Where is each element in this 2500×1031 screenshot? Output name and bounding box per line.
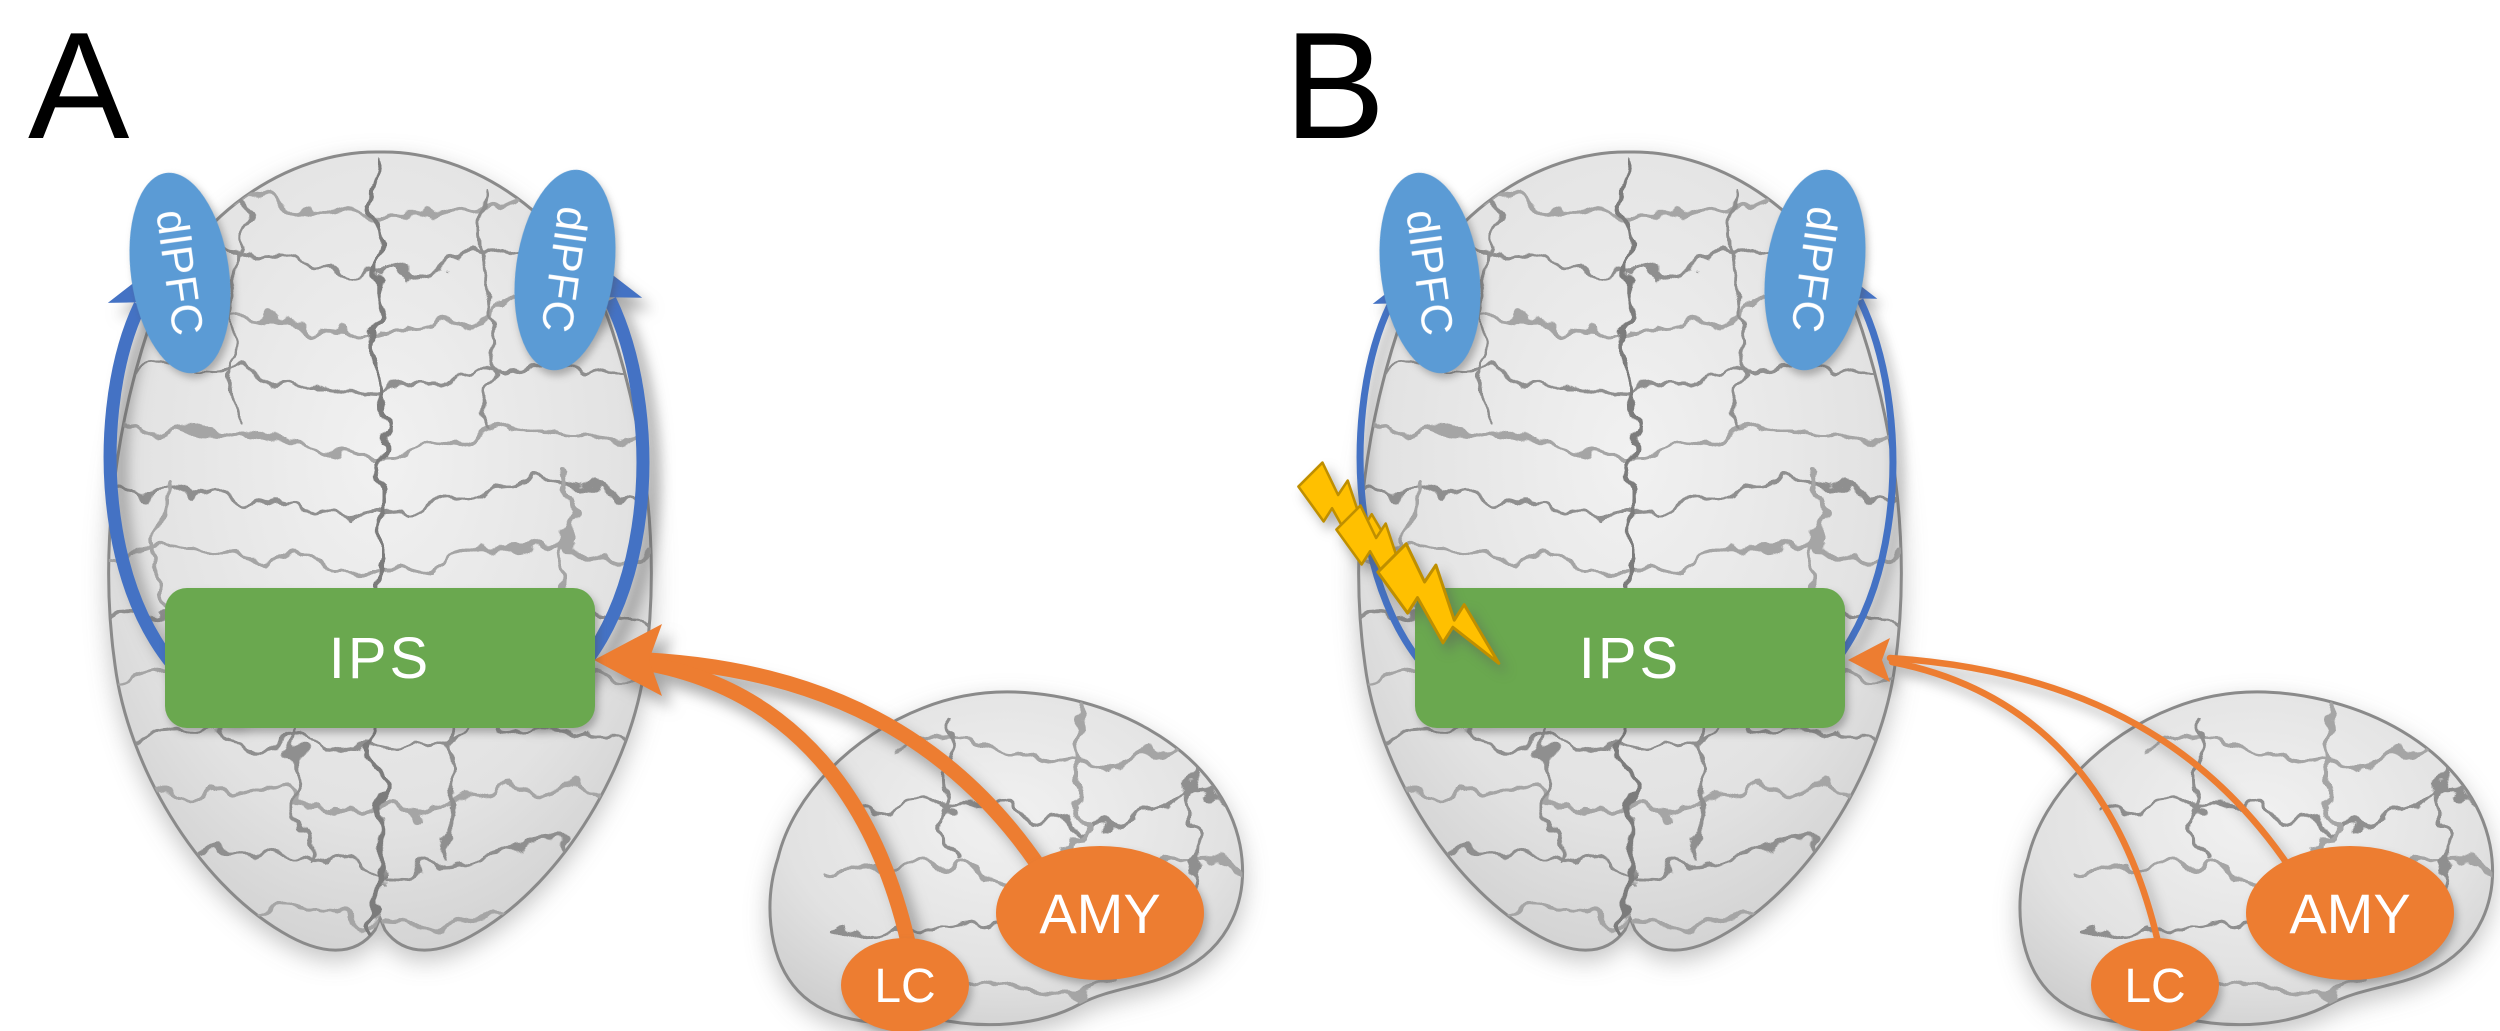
dlpfc-right-region: dlPFC <box>514 169 616 371</box>
brain-side-view <box>2020 692 2492 1025</box>
ips-box: IPS <box>1415 588 1845 728</box>
amy-label: AMY <box>1039 882 1160 945</box>
ips-box: IPS <box>165 588 595 728</box>
panel-b-label: B <box>1284 1 1385 171</box>
amy-label: AMY <box>2289 882 2410 945</box>
connector-lc-to-ips <box>642 656 916 950</box>
lc-ellipse <box>2091 938 2219 1031</box>
orange-connectors <box>594 624 1048 950</box>
lc-label: LC <box>874 960 935 1013</box>
amy-ellipse <box>996 846 1204 980</box>
ips-label: IPS <box>329 626 432 691</box>
lc-label: LC <box>2124 960 2185 1013</box>
amy-region: AMY <box>996 846 1204 980</box>
amy-region: AMY <box>2246 846 2454 980</box>
orange-connectors <box>1848 638 2294 946</box>
connector-amy-to-ips <box>1886 654 2294 872</box>
lc-region: LC <box>841 938 969 1031</box>
brain-side-view <box>770 692 1242 1025</box>
orange-arrowhead-into-ips <box>1848 638 1890 682</box>
dlpfc-left-region: dlPFC <box>1379 172 1481 374</box>
dlpfc-left-region: dlPFC <box>129 172 231 374</box>
connector-lc-to-ips <box>1888 658 2162 946</box>
lc-region: LC <box>2091 938 2219 1031</box>
lc-ellipse <box>841 938 969 1031</box>
orange-arrowhead-into-ips <box>594 624 662 696</box>
panel-a: A IPS dlPFC dlPFC <box>28 1 1242 1031</box>
dlpfc-right-ellipse <box>514 169 616 371</box>
dlpfc-right-region: dlPFC <box>1764 169 1866 371</box>
dlpfc-left-ellipse <box>129 172 231 374</box>
panel-a-label: A <box>28 1 130 171</box>
ips-rect <box>165 588 595 728</box>
dlpfc-left-ellipse <box>1379 172 1481 374</box>
dlpfc-right-ellipse <box>1764 169 1866 371</box>
connector-amy-to-ips <box>640 652 1048 876</box>
panel-b: B IPS dlPFC <box>1284 1 2492 1031</box>
amy-ellipse <box>2246 846 2454 980</box>
ips-label: IPS <box>1579 626 1682 691</box>
ips-rect <box>1415 588 1845 728</box>
